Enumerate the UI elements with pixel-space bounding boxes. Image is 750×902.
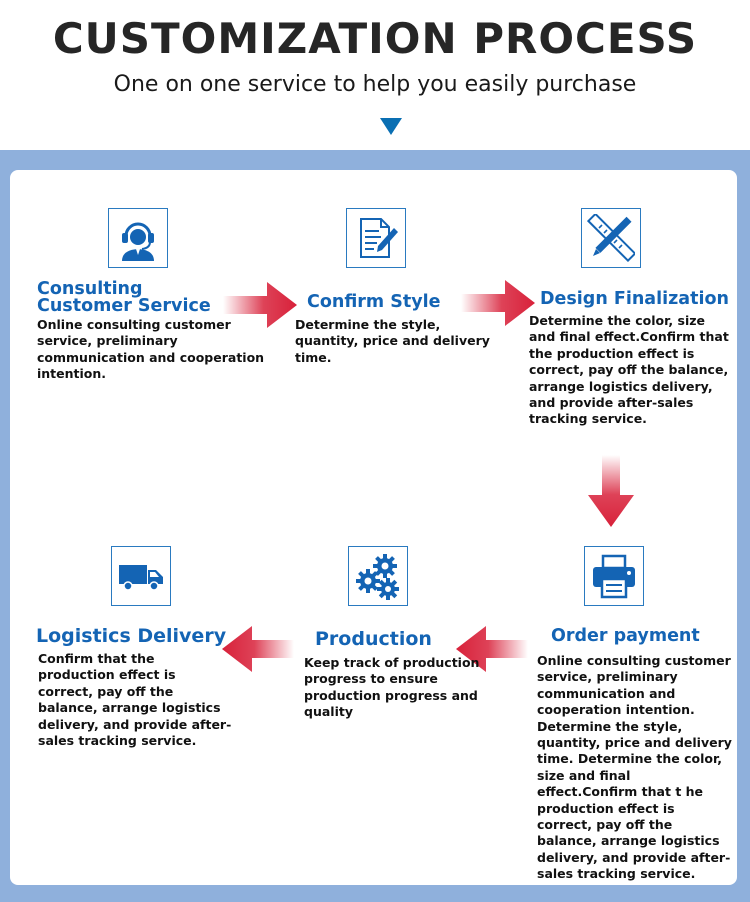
step-desc-production: Keep track of production progress to ens… <box>304 655 480 720</box>
customer-service-icon <box>108 208 168 268</box>
document-edit-icon <box>346 208 406 268</box>
step-title-logistics-delivery: Logistics Delivery <box>36 625 227 647</box>
page-subtitle: One on one service to help you easily pu… <box>113 72 637 97</box>
printer-icon <box>584 546 644 606</box>
ruler-pencil-icon <box>581 208 641 268</box>
step-desc-consulting: Online consulting customer service, prel… <box>37 317 265 382</box>
step-desc-design-finalization: Determine the color, size and final effe… <box>529 313 729 427</box>
arrow-down-icon <box>588 455 634 527</box>
step-title-design-finalization: Design Finalization <box>540 289 729 309</box>
step-title-confirm-style: Confirm Style <box>307 292 441 312</box>
step-title-order-payment: Order payment <box>551 626 700 646</box>
step-desc-logistics-delivery: Confirm that the production effect is co… <box>38 651 232 749</box>
arrow-right-icon <box>223 282 297 328</box>
process-panel: Consulting Customer Service Online consu… <box>0 150 750 902</box>
arrow-left-icon <box>456 626 528 672</box>
step-title-consulting: Consulting <box>37 279 143 299</box>
gears-icon <box>348 546 408 606</box>
step-desc-order-payment: Online consulting customer service, prel… <box>537 653 732 882</box>
step-title-customer-service: Customer Service <box>37 296 211 316</box>
arrow-left-icon <box>222 626 294 672</box>
process-card: Consulting Customer Service Online consu… <box>10 170 737 885</box>
page-title: CUSTOMIZATION PROCESS <box>52 14 698 63</box>
down-triangle-icon <box>380 118 402 135</box>
step-title-production: Production <box>315 628 432 650</box>
step-desc-confirm-style: Determine the style, quantity, price and… <box>295 317 490 365</box>
arrow-right-icon <box>461 280 535 326</box>
delivery-truck-icon <box>111 546 171 606</box>
